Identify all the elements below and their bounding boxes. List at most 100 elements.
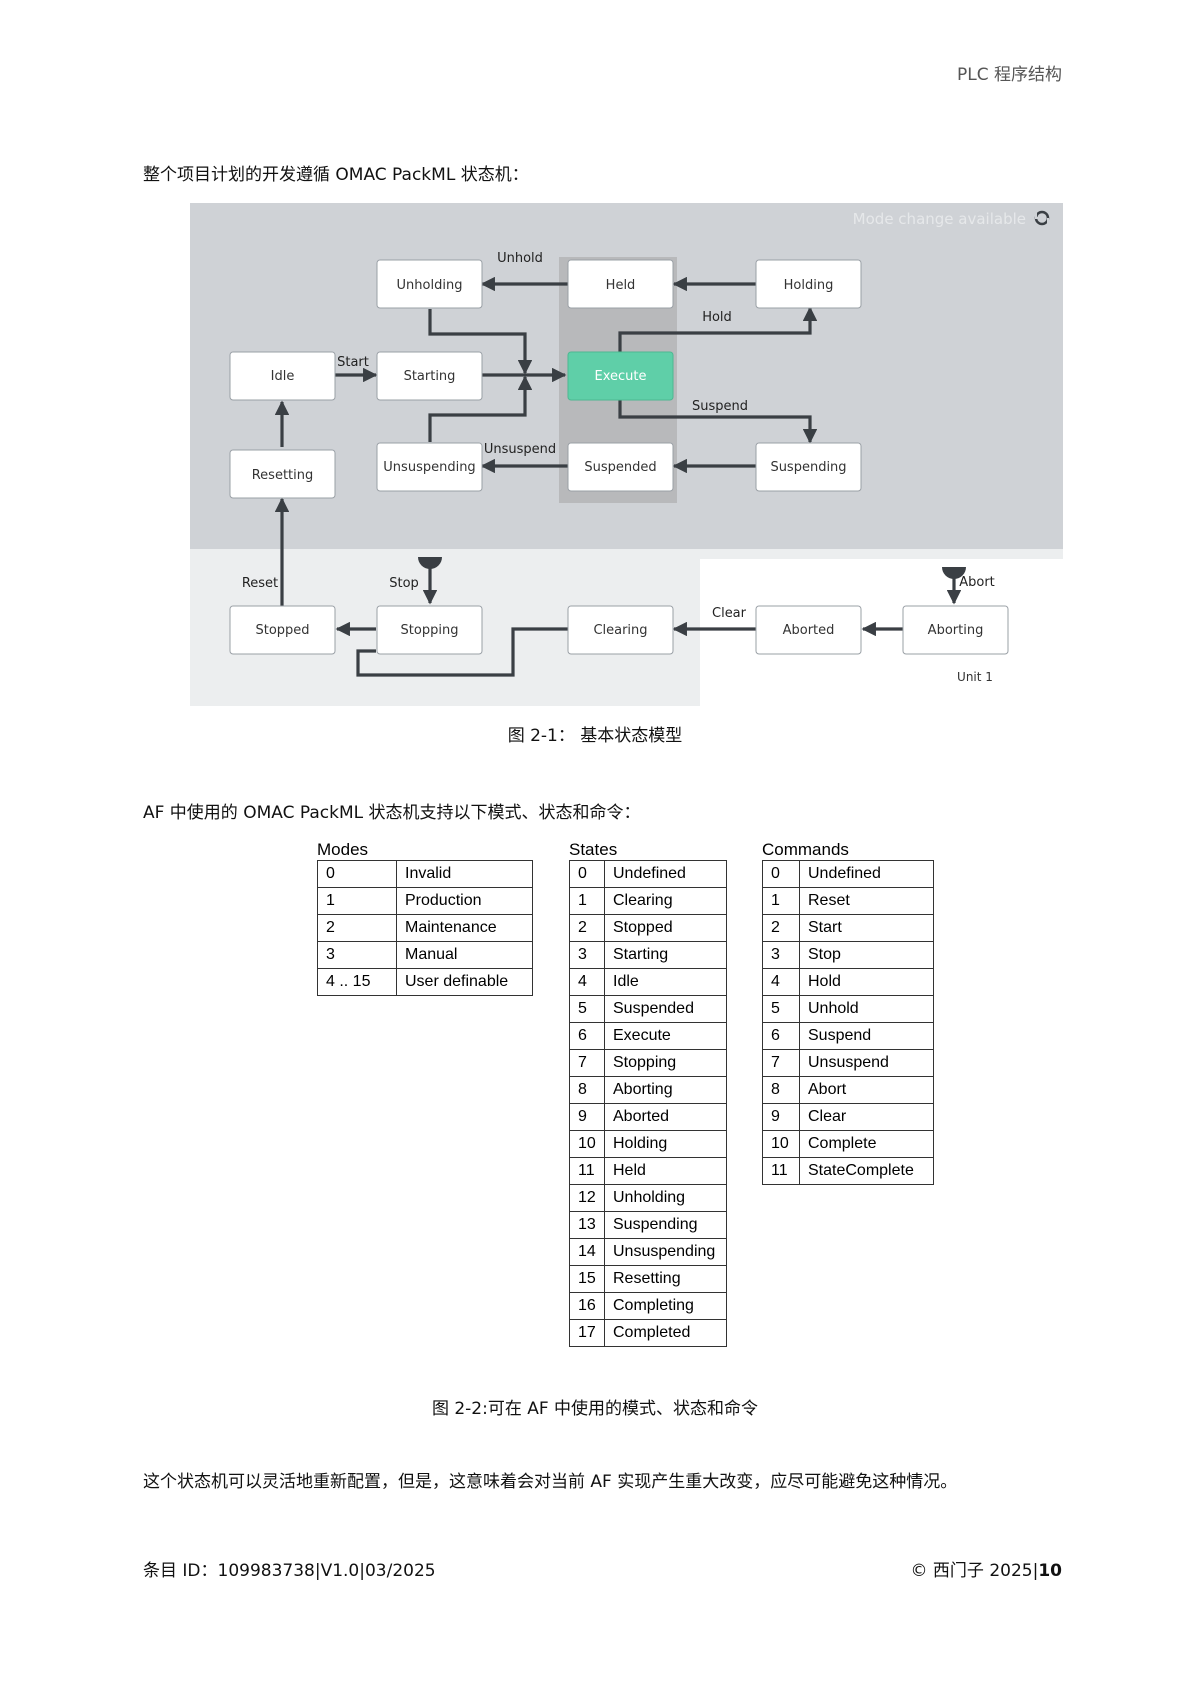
state-label-execute: Execute — [595, 369, 647, 384]
commands-row-value: StateComplete — [799, 1157, 934, 1185]
states-row-value: Unholding — [604, 1184, 727, 1212]
transition-label-clear: Clear — [712, 606, 747, 621]
state-label-aborted: Aborted — [783, 623, 835, 638]
commands-row-number: 5 — [762, 995, 800, 1023]
states-row-value: Aborted — [604, 1103, 727, 1131]
states-row-value: Completed — [604, 1319, 727, 1347]
states-row-number: 13 — [569, 1211, 605, 1239]
commands-row-number: 4 — [762, 968, 800, 996]
states-row-number: 11 — [569, 1157, 605, 1185]
state-box-unsuspending: Unsuspending — [376, 442, 483, 492]
transition-label-reset: Reset — [242, 576, 278, 591]
commands-row-number: 2 — [762, 914, 800, 942]
states-row-value: Aborting — [604, 1076, 727, 1104]
state-box-stopped: Stopped — [229, 605, 336, 655]
commands-row-value: Start — [799, 914, 934, 942]
states-row-number: 0 — [569, 860, 605, 888]
footer-page-number: 10 — [1038, 1561, 1062, 1581]
modes-row-number: 3 — [317, 941, 397, 969]
states-row-number: 14 — [569, 1238, 605, 1266]
commands-row-value: Unsuspend — [799, 1049, 934, 1077]
transition-label-suspend: Suspend — [692, 399, 748, 414]
closing-paragraph: 这个状态机可以灵活地重新配置，但是，这意味着会对当前 AF 实现产生重大改变，应… — [143, 1472, 958, 1492]
commands-row-value: Unhold — [799, 995, 934, 1023]
states-row-value: Suspended — [604, 995, 727, 1023]
unit-region — [700, 559, 1063, 706]
refresh-icon[interactable] — [1034, 210, 1050, 226]
state-box-aborted: Aborted — [755, 605, 862, 655]
states-row-value: Held — [604, 1157, 727, 1185]
commands-row-value: Reset — [799, 887, 934, 915]
state-label-unsuspending: Unsuspending — [383, 460, 475, 475]
commands-row-number: 3 — [762, 941, 800, 969]
commands-row-number: 1 — [762, 887, 800, 915]
commands-row-number: 10 — [762, 1130, 800, 1158]
states-row-value: Clearing — [604, 887, 727, 915]
states-row-value: Execute — [604, 1022, 727, 1050]
commands-table-title: Commands — [762, 840, 849, 859]
figure1-caption: 图 2-1： 基本状态模型 — [507, 726, 683, 746]
states-row-number: 7 — [569, 1049, 605, 1077]
state-label-held: Held — [606, 278, 636, 293]
arrow-unsuspending-execute — [428, 375, 533, 442]
states-row-value: Undefined — [604, 860, 727, 888]
states-row-number: 12 — [569, 1184, 605, 1212]
states-row-value: Holding — [604, 1130, 727, 1158]
abort-entry-marker — [942, 567, 966, 579]
packml-state-diagram: Mode change available Unholding He — [190, 203, 1063, 706]
commands-row-number: 8 — [762, 1076, 800, 1104]
states-row-value: Unsuspending — [604, 1238, 727, 1266]
header-title: PLC 程序结构 — [957, 65, 1062, 85]
state-box-suspending: Suspending — [755, 442, 862, 492]
modes-row-value: Maintenance — [396, 914, 533, 942]
modes-row-value: Manual — [396, 941, 533, 969]
states-row-value: Idle — [604, 968, 727, 996]
states-row-value: Completing — [604, 1292, 727, 1320]
states-row-number: 8 — [569, 1076, 605, 1104]
states-row-number: 15 — [569, 1265, 605, 1293]
commands-row-number: 6 — [762, 1022, 800, 1050]
transition-label-unhold: Unhold — [497, 251, 543, 266]
state-label-clearing: Clearing — [593, 623, 647, 638]
modes-row-number: 2 — [317, 914, 397, 942]
modes-row-number: 1 — [317, 887, 397, 915]
state-box-resetting: Resetting — [229, 449, 336, 499]
state-box-holding: Holding — [755, 259, 862, 309]
commands-row-value: Complete — [799, 1130, 934, 1158]
commands-row-value: Abort — [799, 1076, 934, 1104]
state-box-starting: Starting — [376, 351, 483, 401]
states-row-value: Suspending — [604, 1211, 727, 1239]
states-row-number: 6 — [569, 1022, 605, 1050]
state-box-stopping: Stopping — [376, 605, 483, 655]
states-row-number: 1 — [569, 887, 605, 915]
transition-label-unsuspend: Unsuspend — [484, 442, 556, 457]
state-box-unholding: Unholding — [376, 259, 483, 309]
arrow-execute-suspending — [618, 399, 818, 444]
states-row-number: 5 — [569, 995, 605, 1023]
state-box-execute: Execute — [567, 351, 674, 401]
state-label-aborting: Aborting — [928, 623, 984, 638]
commands-row-number: 0 — [762, 860, 800, 888]
